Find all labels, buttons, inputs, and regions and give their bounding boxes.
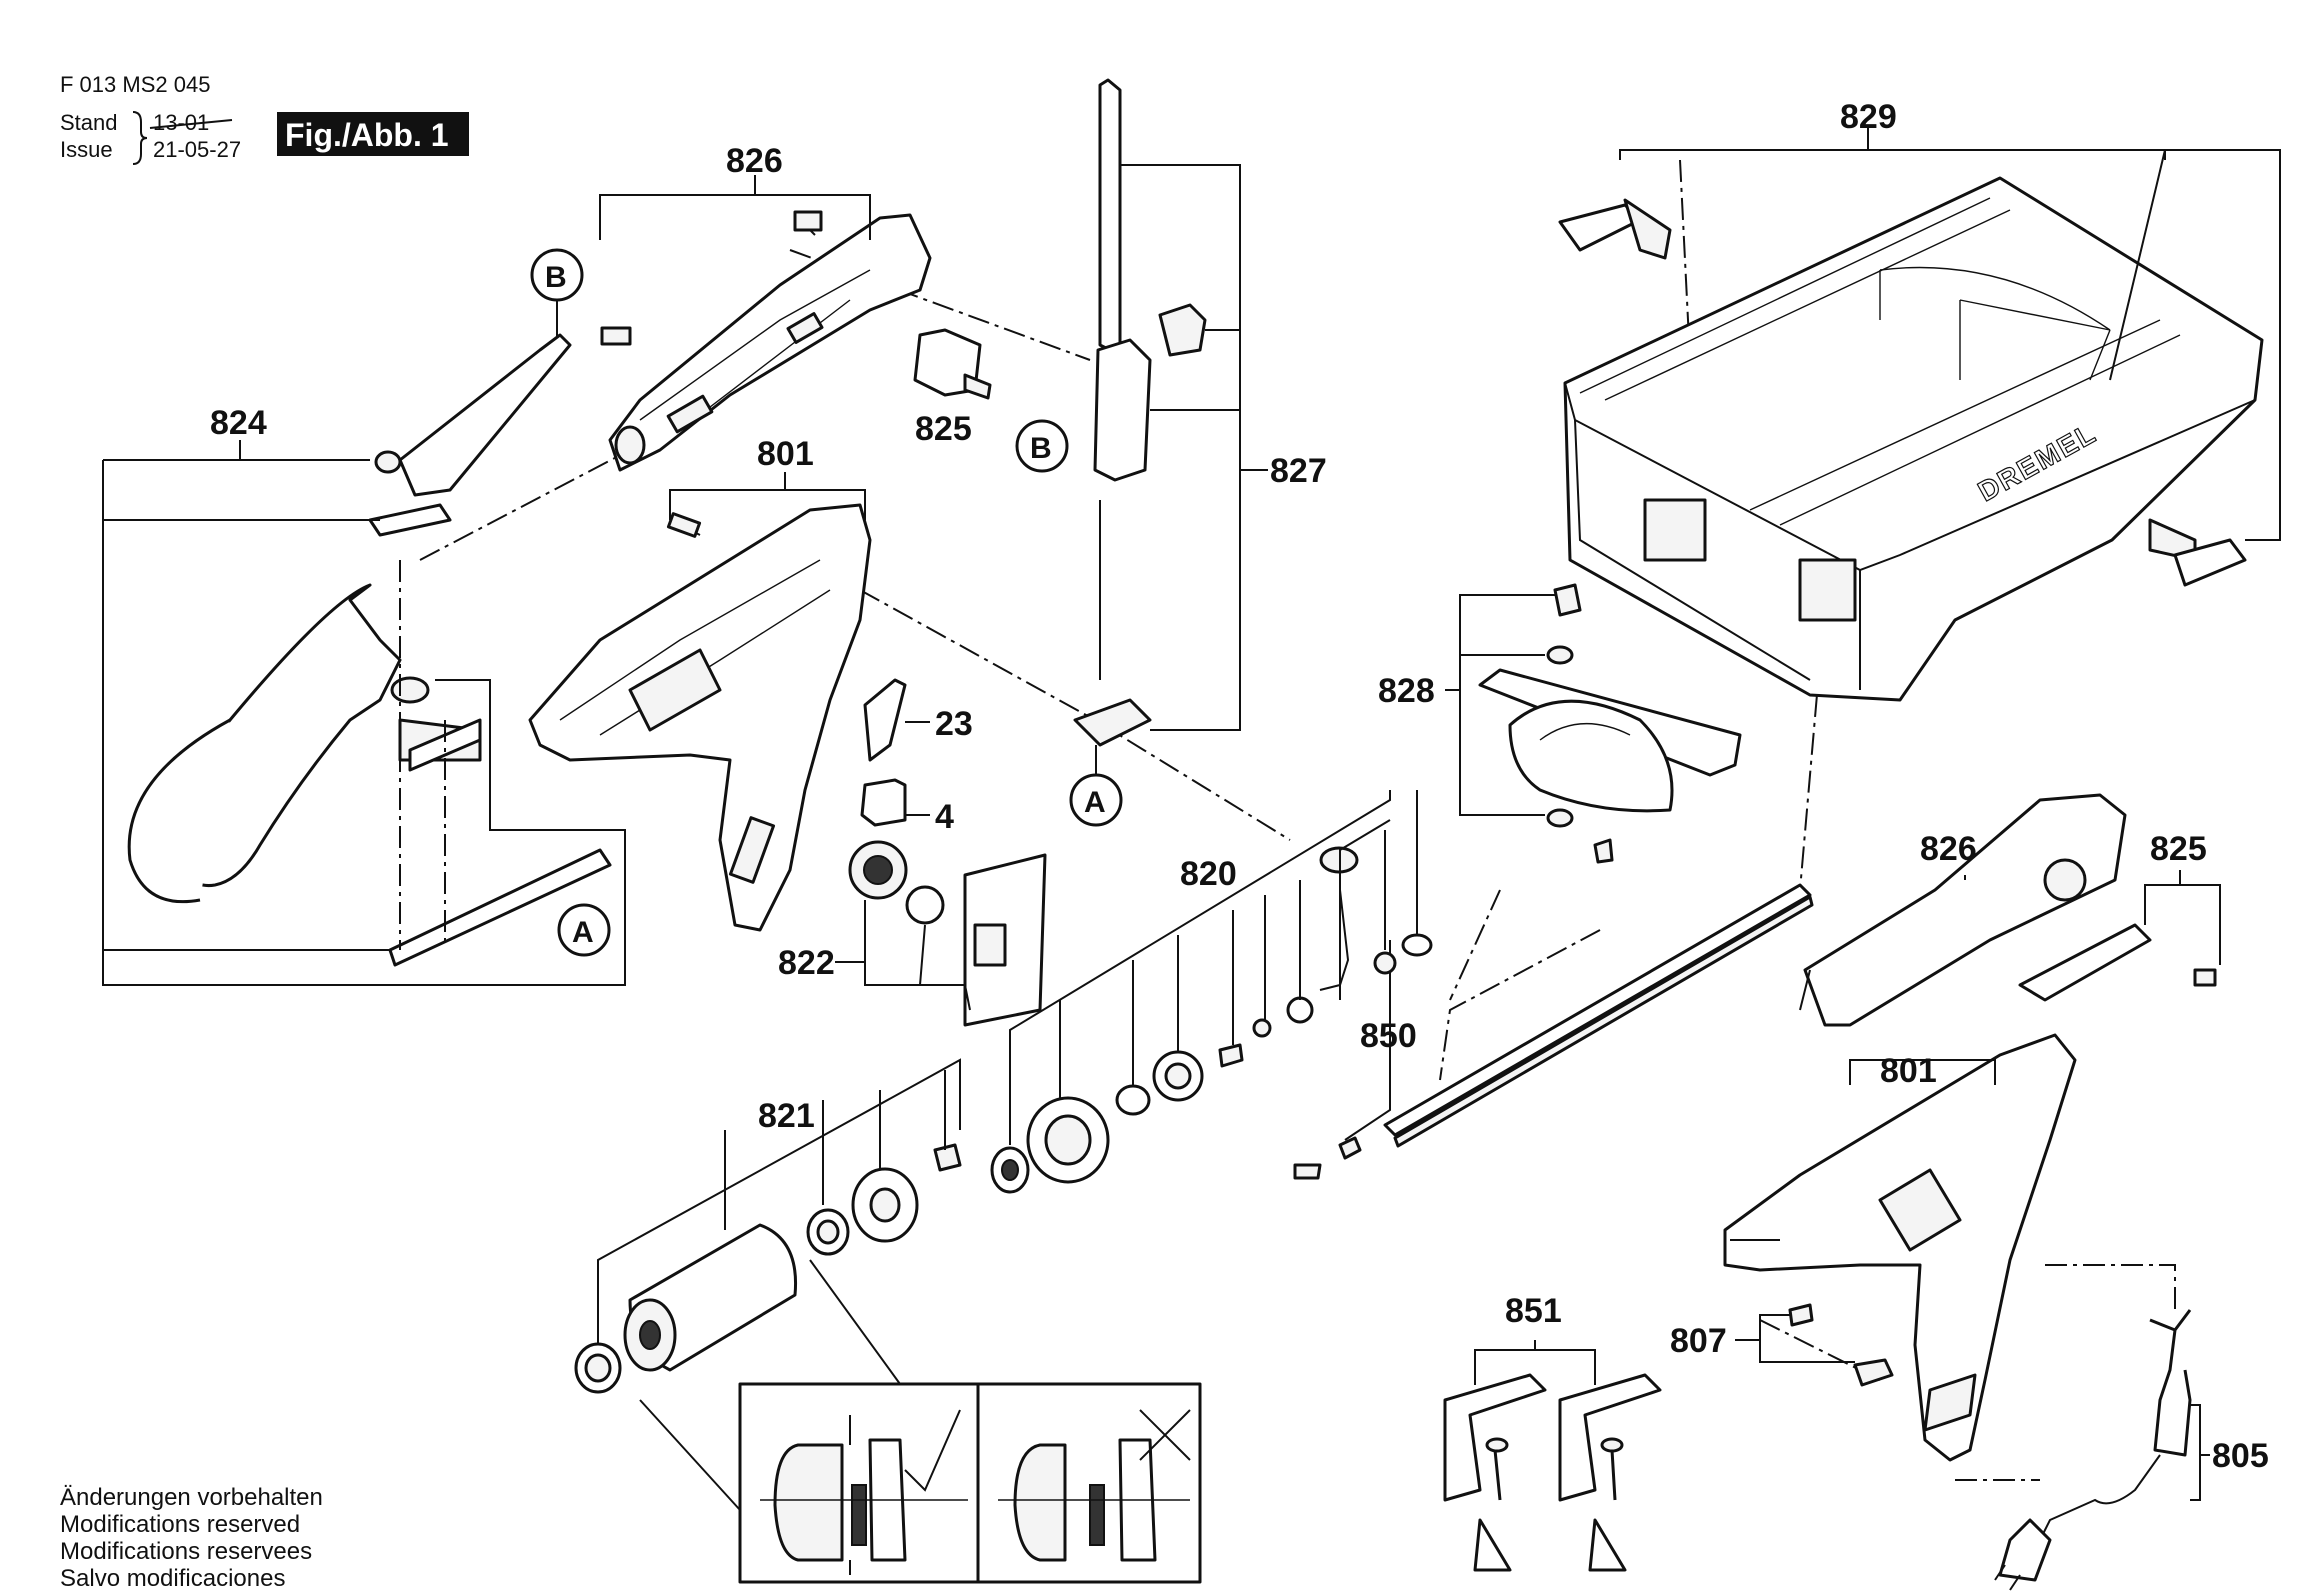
modification-notes: Änderungen vorbehalten Modifications res… [60,1484,323,1592]
label-825-top: 825 [915,410,972,448]
svg-text:B: B [545,261,567,294]
svg-text:B: B [1030,432,1052,465]
detail-box-correct [738,1382,980,1584]
figure-badge [277,112,469,156]
label-828: 828 [1378,672,1435,710]
housing-801-right [1723,1033,2077,1462]
housing-half-826 [600,210,932,472]
label-826-right: 826 [1920,830,1977,868]
housing-801 [528,503,872,932]
detail-box-wrong [976,1382,1202,1584]
saw-table-829: DREMEL [1558,176,2264,702]
label-23: 23 [935,705,973,743]
stand-label: Stand [60,110,118,135]
label-805: 805 [2212,1437,2269,1475]
label-807: 807 [1670,1322,1727,1360]
part-4 [860,778,907,827]
switch-825 [913,328,992,400]
handle-824 [127,333,612,967]
label-801-top: 801 [757,435,814,473]
doc-number: F 013 MS2 045 [60,72,210,97]
label-821: 821 [758,1097,815,1135]
svg-text:A: A [1084,786,1106,819]
part-23 [863,678,907,762]
miter-gauge-828 [1478,583,1742,864]
document-header: F 013 MS2 045 Stand Issue 13-01 21-05-27… [60,72,469,165]
svg-text:A: A [572,916,594,949]
label-4: 4 [935,798,954,836]
part-807 [1788,1303,1894,1387]
figure-label: Fig./Abb. 1 [285,117,449,153]
note-line-4: Salvo modificaciones [60,1565,285,1592]
label-850: 850 [1360,1017,1417,1055]
label-825-right: 825 [2150,830,2207,868]
callout-b-upper: B [530,248,584,340]
blade-holder-827 [1073,78,1207,747]
callout-b-lower: B [1015,419,1069,473]
note-line-2: Modifications reserved [60,1511,300,1538]
motor-821 [574,1143,962,1394]
housing-half-826-right [1799,793,2127,1027]
issue-label: Issue [60,137,113,162]
label-826-top: 826 [726,142,783,180]
note-line-1: Änderungen vorbehalten [60,1484,323,1511]
rail-850 [1293,883,1814,1180]
callout-a-left: A [557,903,611,957]
clamps-851 [1443,1373,1662,1572]
callout-a-right: A [1069,745,1123,827]
brace-icon [132,111,148,165]
label-820: 820 [1180,855,1237,893]
label-801-right: 801 [1880,1052,1937,1090]
label-829: 829 [1840,98,1897,136]
cord-805 [1994,1309,2192,1591]
note-line-3: Modifications reservees [60,1538,312,1565]
label-822: 822 [778,944,835,982]
strike-line [149,119,233,129]
gear-parts-820 [990,846,1433,1194]
label-824: 824 [210,404,267,442]
label-851: 851 [1505,1292,1562,1330]
switch-825-right [2018,923,2217,1002]
part-822 [848,840,1047,1027]
issue-date: 21-05-27 [153,137,241,162]
label-827: 827 [1270,452,1327,490]
